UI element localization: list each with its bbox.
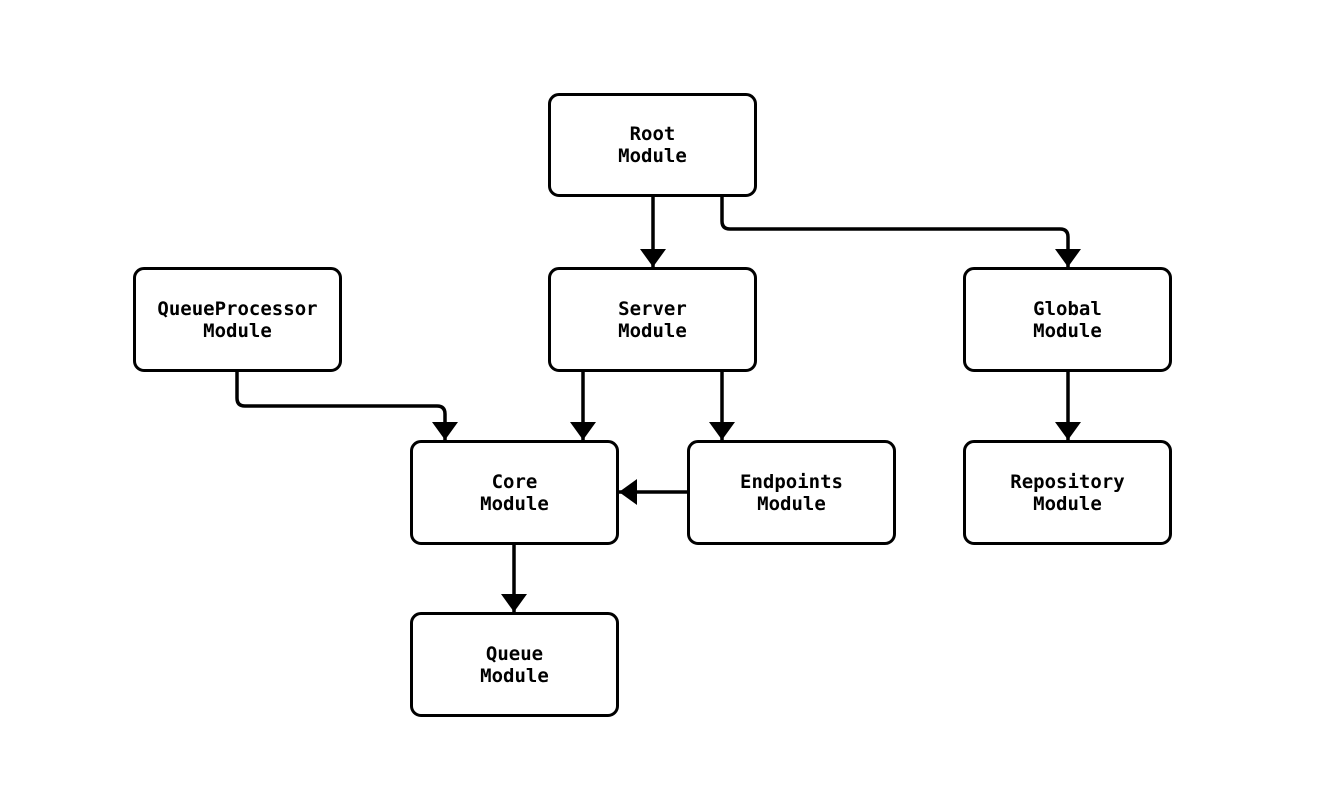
arrowhead-server-endpoints xyxy=(709,422,735,440)
node-endpoints-module: Endpoints Module xyxy=(687,440,896,545)
node-root-module: Root Module xyxy=(548,93,757,197)
node-label: Server Module xyxy=(618,297,687,342)
node-label: Endpoints Module xyxy=(740,470,843,515)
arrowhead-server-core xyxy=(570,422,596,440)
node-global-module: Global Module xyxy=(963,267,1172,372)
node-label: Core Module xyxy=(480,470,549,515)
edge-root-global xyxy=(720,197,1070,267)
node-queueprocessor-module: QueueProcessor Module xyxy=(133,267,342,372)
arrowhead-root-global xyxy=(1055,249,1081,267)
node-label: Repository Module xyxy=(1010,470,1125,515)
node-label: Queue Module xyxy=(480,642,549,687)
arrowhead-queueprocessor-core xyxy=(432,422,458,440)
arrowhead-endpoints-core xyxy=(619,479,637,505)
node-label: Global Module xyxy=(1033,297,1102,342)
node-label: Root Module xyxy=(618,123,687,167)
arrowhead-root-server xyxy=(640,249,666,267)
node-label: QueueProcessor Module xyxy=(157,297,318,342)
node-server-module: Server Module xyxy=(548,267,757,372)
edge-queueprocessor-core xyxy=(235,372,447,440)
arrowhead-core-queue xyxy=(501,594,527,612)
node-repository-module: Repository Module xyxy=(963,440,1172,545)
arrowhead-global-repository xyxy=(1055,422,1081,440)
node-queue-module: Queue Module xyxy=(410,612,619,717)
node-core-module: Core Module xyxy=(410,440,619,545)
